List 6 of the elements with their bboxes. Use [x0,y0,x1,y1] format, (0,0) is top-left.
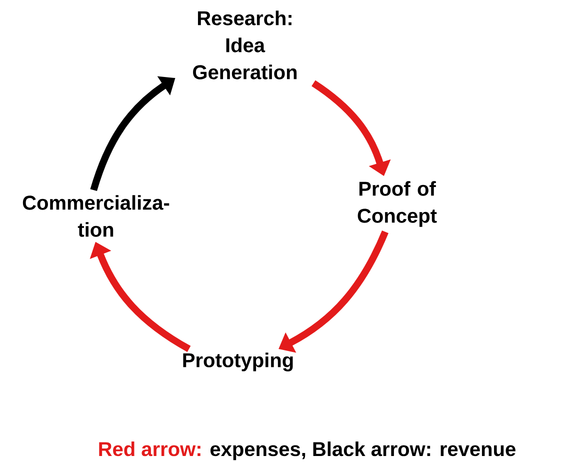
stage-label: Proof of Concept [358,181,437,227]
stage-label: Prototyping [183,352,293,372]
stage-label: Research: Idea Generation [193,10,297,80]
stage-label: Commercializa- tion [22,195,170,237]
legend-text: expenses, Black arrow: revenue [210,442,516,460]
legend-text: Red arrow: [99,442,200,456]
